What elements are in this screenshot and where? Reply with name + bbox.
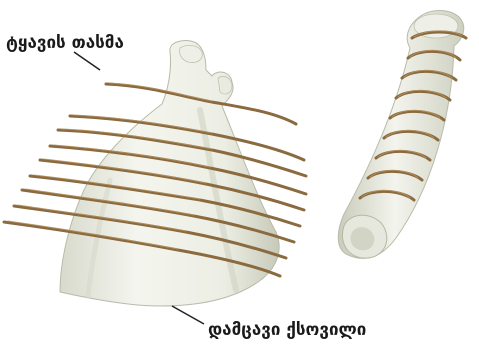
fabric-side-tab [218, 76, 232, 94]
label-leader-bottom [172, 306, 204, 324]
flat-fabric-figure [4, 40, 306, 306]
label-leather-strap: ტყავის თასმა [6, 35, 124, 52]
label-protective-fabric: დამცავი ქსოვილი [208, 322, 366, 339]
label-leader-top [74, 52, 100, 70]
wrapped-roll-figure [338, 11, 466, 259]
